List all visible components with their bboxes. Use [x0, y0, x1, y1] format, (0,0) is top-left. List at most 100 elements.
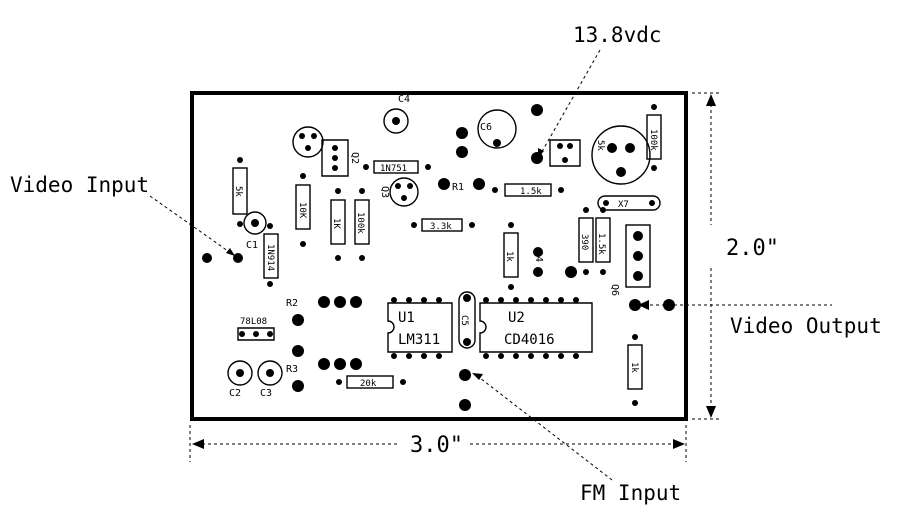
resistor-1k-c	[627, 334, 643, 406]
fm-ground-pad	[459, 399, 471, 411]
c2-ref-label: C2	[229, 388, 241, 399]
video-input-leader	[149, 195, 236, 257]
pad-row2-a	[318, 358, 330, 370]
pad-row2-c	[350, 358, 362, 370]
regulator-label: 78L08	[240, 317, 267, 327]
video-input-pad	[233, 253, 243, 263]
fm-input-pad	[459, 369, 471, 381]
q4-pad-a	[533, 247, 543, 257]
video-output-arrow	[638, 300, 649, 310]
r20k-label: 20k	[360, 379, 377, 389]
c1-ref-label: C1	[246, 240, 258, 251]
supply-leader	[539, 49, 601, 156]
pad-right-a	[565, 266, 577, 278]
video-output-label: Video Output	[730, 314, 882, 338]
resistor-390	[578, 207, 594, 275]
u2-part-label: CD4016	[504, 332, 555, 348]
r2-pad-a	[292, 314, 304, 326]
d1n751-label: 1N751	[380, 164, 407, 174]
height-dim-arrow-bottom	[706, 406, 716, 418]
ic-u1	[387, 297, 453, 359]
u2-ref-label: U2	[508, 310, 525, 326]
q2-ref-label: Q2	[349, 152, 360, 164]
potentiometer-5k	[591, 125, 651, 185]
capacitor-c3	[257, 360, 283, 386]
xtal-label: X7	[618, 200, 629, 210]
pad-left-edge	[202, 253, 212, 263]
c5-ref-label: C5	[459, 315, 469, 326]
capacitor-c2	[227, 360, 253, 386]
video-output-pad	[629, 299, 641, 311]
fm-input-arrow	[472, 373, 483, 380]
d1n914-label: 1N914	[265, 244, 275, 271]
u1-part-label: LM311	[398, 332, 440, 348]
r10k-label: 10K	[297, 202, 307, 219]
q3-ref-label: Q3	[379, 186, 390, 198]
r2-pad-b	[292, 345, 304, 357]
regulator-pin3	[267, 331, 273, 337]
transistor-q6	[625, 224, 651, 288]
resistor-10k	[295, 173, 311, 247]
r1k5-a-label: 1.5k	[520, 187, 542, 197]
q4-pad-b	[533, 267, 543, 277]
board-outline	[190, 91, 688, 421]
video-input-label: Video Input	[10, 173, 149, 197]
r1-pad-a	[438, 178, 450, 190]
pad-mid-a	[456, 127, 468, 139]
u1-ref-label: U1	[398, 310, 415, 326]
crystal-x7	[597, 195, 661, 211]
capacitor-c4	[383, 108, 409, 134]
resistor-1k5-b	[595, 207, 611, 275]
pad-mid-b	[456, 146, 468, 158]
width-dim-arrow-left	[192, 439, 204, 449]
resistor-20k	[336, 375, 406, 389]
transistor-q1	[292, 126, 324, 158]
trimmer-5k	[232, 157, 248, 227]
regulator-outline	[237, 327, 275, 341]
r3k3-label: 3.3k	[430, 222, 452, 232]
r1-ref-label: R1	[452, 182, 464, 193]
capacitor-c5	[458, 291, 476, 349]
regulator-pin2	[253, 331, 259, 337]
fm-input-label: FM Input	[580, 481, 681, 505]
r390-label: 390	[579, 234, 589, 250]
width-dim-label: 3.0"	[410, 433, 463, 458]
height-dim-arrow-top	[706, 94, 716, 106]
q6-ref-label: Q6	[609, 284, 620, 296]
r5k-label: 5k	[233, 186, 243, 197]
regulator-pin1	[239, 331, 245, 337]
ic-u2	[479, 297, 593, 359]
resistor-100k	[354, 188, 370, 261]
r1k-b-label: 1k	[504, 251, 514, 262]
supply-pad	[531, 152, 543, 164]
transistor-q2	[321, 139, 349, 177]
r2-ref-label: R2	[286, 298, 298, 309]
video-input-arrow	[226, 248, 235, 256]
r1-pad-b	[473, 178, 485, 190]
r100k-label: 100k	[355, 212, 365, 234]
height-dim-label: 2.0"	[726, 236, 779, 261]
pad-row2-b	[334, 358, 346, 370]
resistor-1k-b	[503, 222, 519, 290]
resistor-1k-a	[330, 188, 346, 261]
transistor-q3	[389, 177, 419, 207]
c6-ref-label: C6	[480, 122, 492, 133]
pad-row1-a	[318, 296, 330, 308]
pad-row1-c	[350, 296, 362, 308]
capacitor-c6	[477, 109, 517, 149]
width-dim-arrow-right	[673, 439, 685, 449]
r100k-b-label: 100k	[648, 129, 658, 151]
r1k5-b-label: 1.5k	[596, 233, 606, 255]
resistor-100k-b	[646, 104, 662, 171]
fm-input-leader	[479, 377, 613, 481]
c4-ref-label: C4	[398, 94, 410, 105]
resistor-3k3	[411, 218, 475, 232]
pad-top-mid	[531, 104, 543, 116]
transistor-q5	[549, 139, 581, 167]
pad-row1-b	[334, 296, 346, 308]
r3-pad	[292, 380, 304, 392]
video-output-ground-pad	[663, 299, 675, 311]
capacitor-c1	[243, 211, 267, 235]
